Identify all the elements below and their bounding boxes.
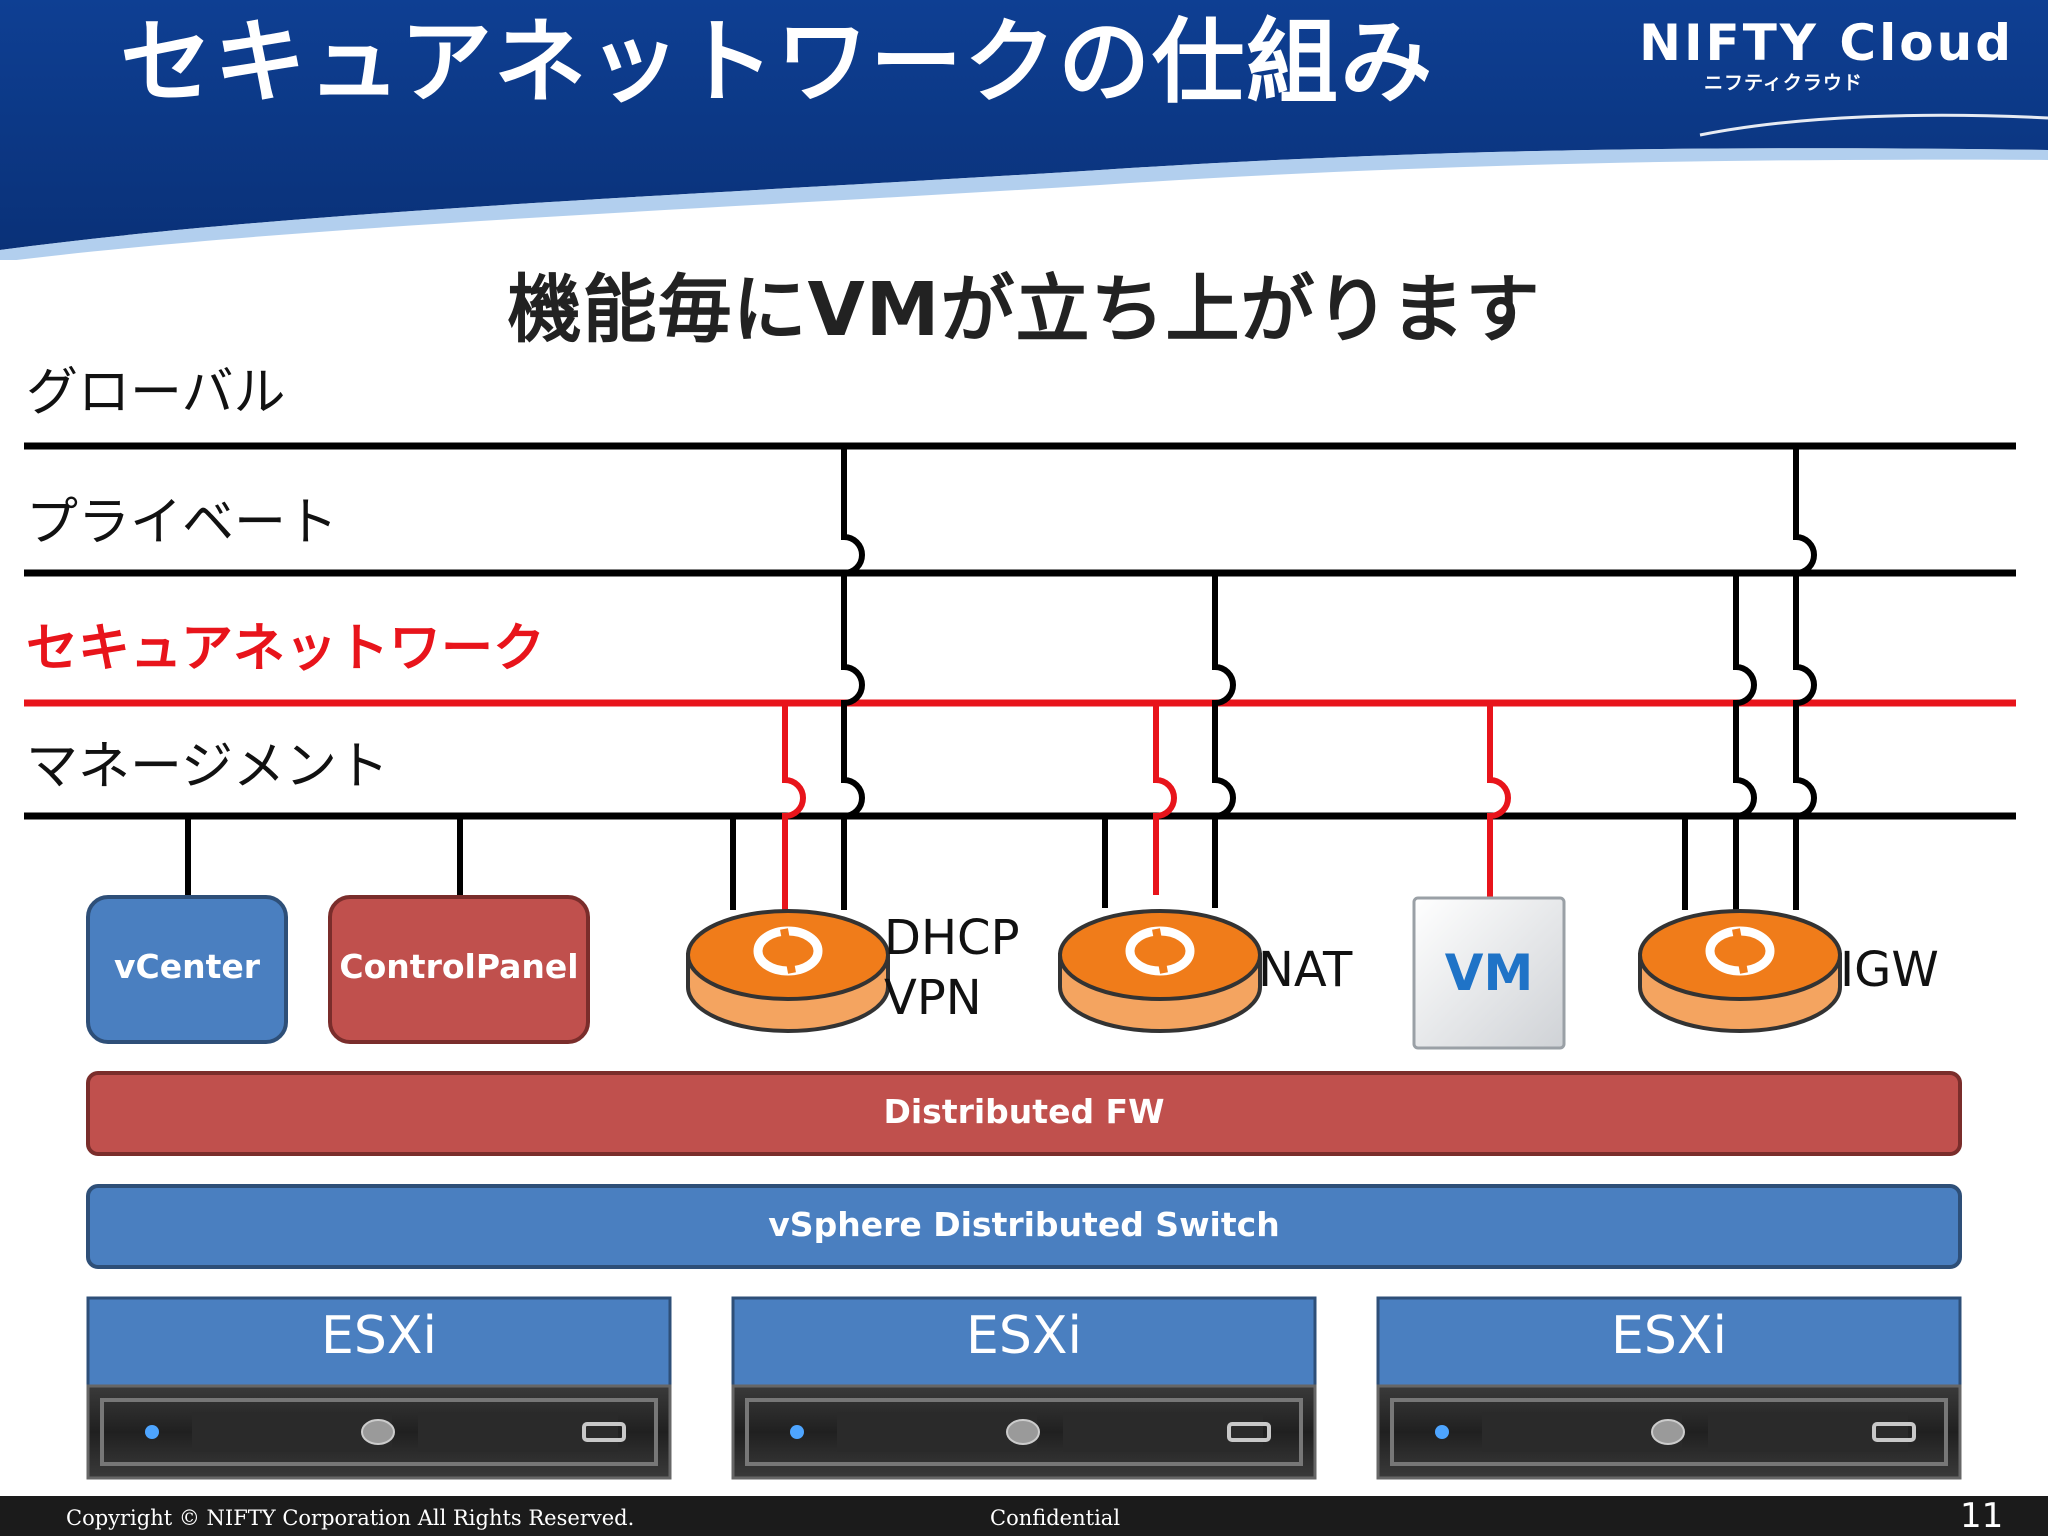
link-dhcp-secure bbox=[782, 703, 806, 910]
link-nat-private bbox=[1212, 573, 1236, 908]
vsphere-switch-label: vSphere Distributed Switch bbox=[768, 1205, 1279, 1244]
distributed-fw-label: Distributed FW bbox=[883, 1092, 1164, 1131]
network-label-global: グローバル bbox=[26, 363, 286, 423]
vm-box bbox=[1412, 896, 1566, 1050]
link-vm-secure bbox=[1487, 703, 1511, 898]
distributed-fw-bar bbox=[86, 1071, 1962, 1156]
link-dhcp-global bbox=[841, 446, 865, 910]
footer-bar: Copyright © NIFTY Corporation All Rights… bbox=[0, 1496, 2048, 1536]
footer-copyright: Copyright © NIFTY Corporation All Rights… bbox=[66, 1506, 635, 1530]
brand-logo-subtitle: ニフティクラウド bbox=[1704, 72, 1863, 94]
router-label-igw: IGW bbox=[1840, 942, 1939, 998]
link-igw-global bbox=[1793, 446, 1817, 910]
controlpanel-box bbox=[328, 895, 590, 1044]
page-number: 11 bbox=[1960, 1496, 2004, 1536]
network-label-management: マネージメント bbox=[26, 737, 389, 797]
vm-label: VM bbox=[1445, 944, 1533, 1002]
network-label-secure: セキュアネットワーク bbox=[26, 619, 545, 679]
slide-title: セキュアネットワークの仕組み bbox=[120, 9, 1435, 116]
brand-logo-text: NIFTY Cloud bbox=[1639, 14, 2014, 72]
link-nat-secure bbox=[1153, 703, 1177, 895]
router-label-vpn: VPN bbox=[884, 970, 982, 1026]
controlpanel-label: ControlPanel bbox=[339, 947, 578, 986]
esxi-label: ESXi bbox=[966, 1306, 1082, 1366]
router-icon bbox=[1058, 909, 1262, 1033]
router-icon bbox=[1638, 909, 1842, 1033]
router-label-nat: NAT bbox=[1258, 942, 1353, 998]
vcenter-box bbox=[86, 895, 288, 1044]
esxi-label: ESXi bbox=[321, 1306, 437, 1366]
router-icon bbox=[686, 909, 890, 1033]
vcenter-label: vCenter bbox=[114, 947, 261, 986]
slide-subtitle: 機能毎にVMが立ち上がります bbox=[507, 267, 1541, 353]
network-label-private: プライベート bbox=[26, 493, 339, 553]
link-igw-private bbox=[1733, 573, 1757, 910]
footer-confidential: Confidential bbox=[990, 1506, 1121, 1530]
esxi-host bbox=[1376, 1296, 1962, 1480]
router-label-dhcp: DHCP bbox=[884, 910, 1020, 966]
esxi-label: ESXi bbox=[1611, 1306, 1727, 1366]
vsphere-switch-bar bbox=[86, 1184, 1962, 1269]
esxi-host bbox=[86, 1296, 672, 1480]
esxi-host bbox=[731, 1296, 1317, 1480]
header-banner bbox=[0, 0, 2048, 260]
